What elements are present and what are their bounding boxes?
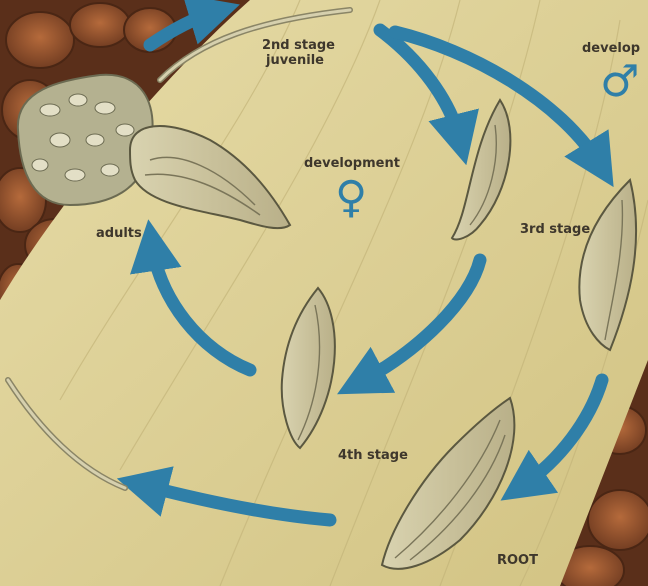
label-4th-stage: 4th stage	[338, 448, 408, 463]
label-2nd-stage: 2nd stage	[262, 38, 335, 53]
label-root: ROOT	[497, 553, 538, 568]
label-development-female: development	[304, 156, 400, 171]
label-juvenile: juvenile	[266, 53, 324, 68]
label-3rd-stage: 3rd stage	[520, 222, 590, 237]
label-adults: adults	[96, 226, 142, 241]
female-symbol-icon: ♀	[335, 176, 367, 220]
label-development-male: develop	[582, 41, 640, 56]
male-symbol-icon: ♂	[600, 60, 639, 104]
